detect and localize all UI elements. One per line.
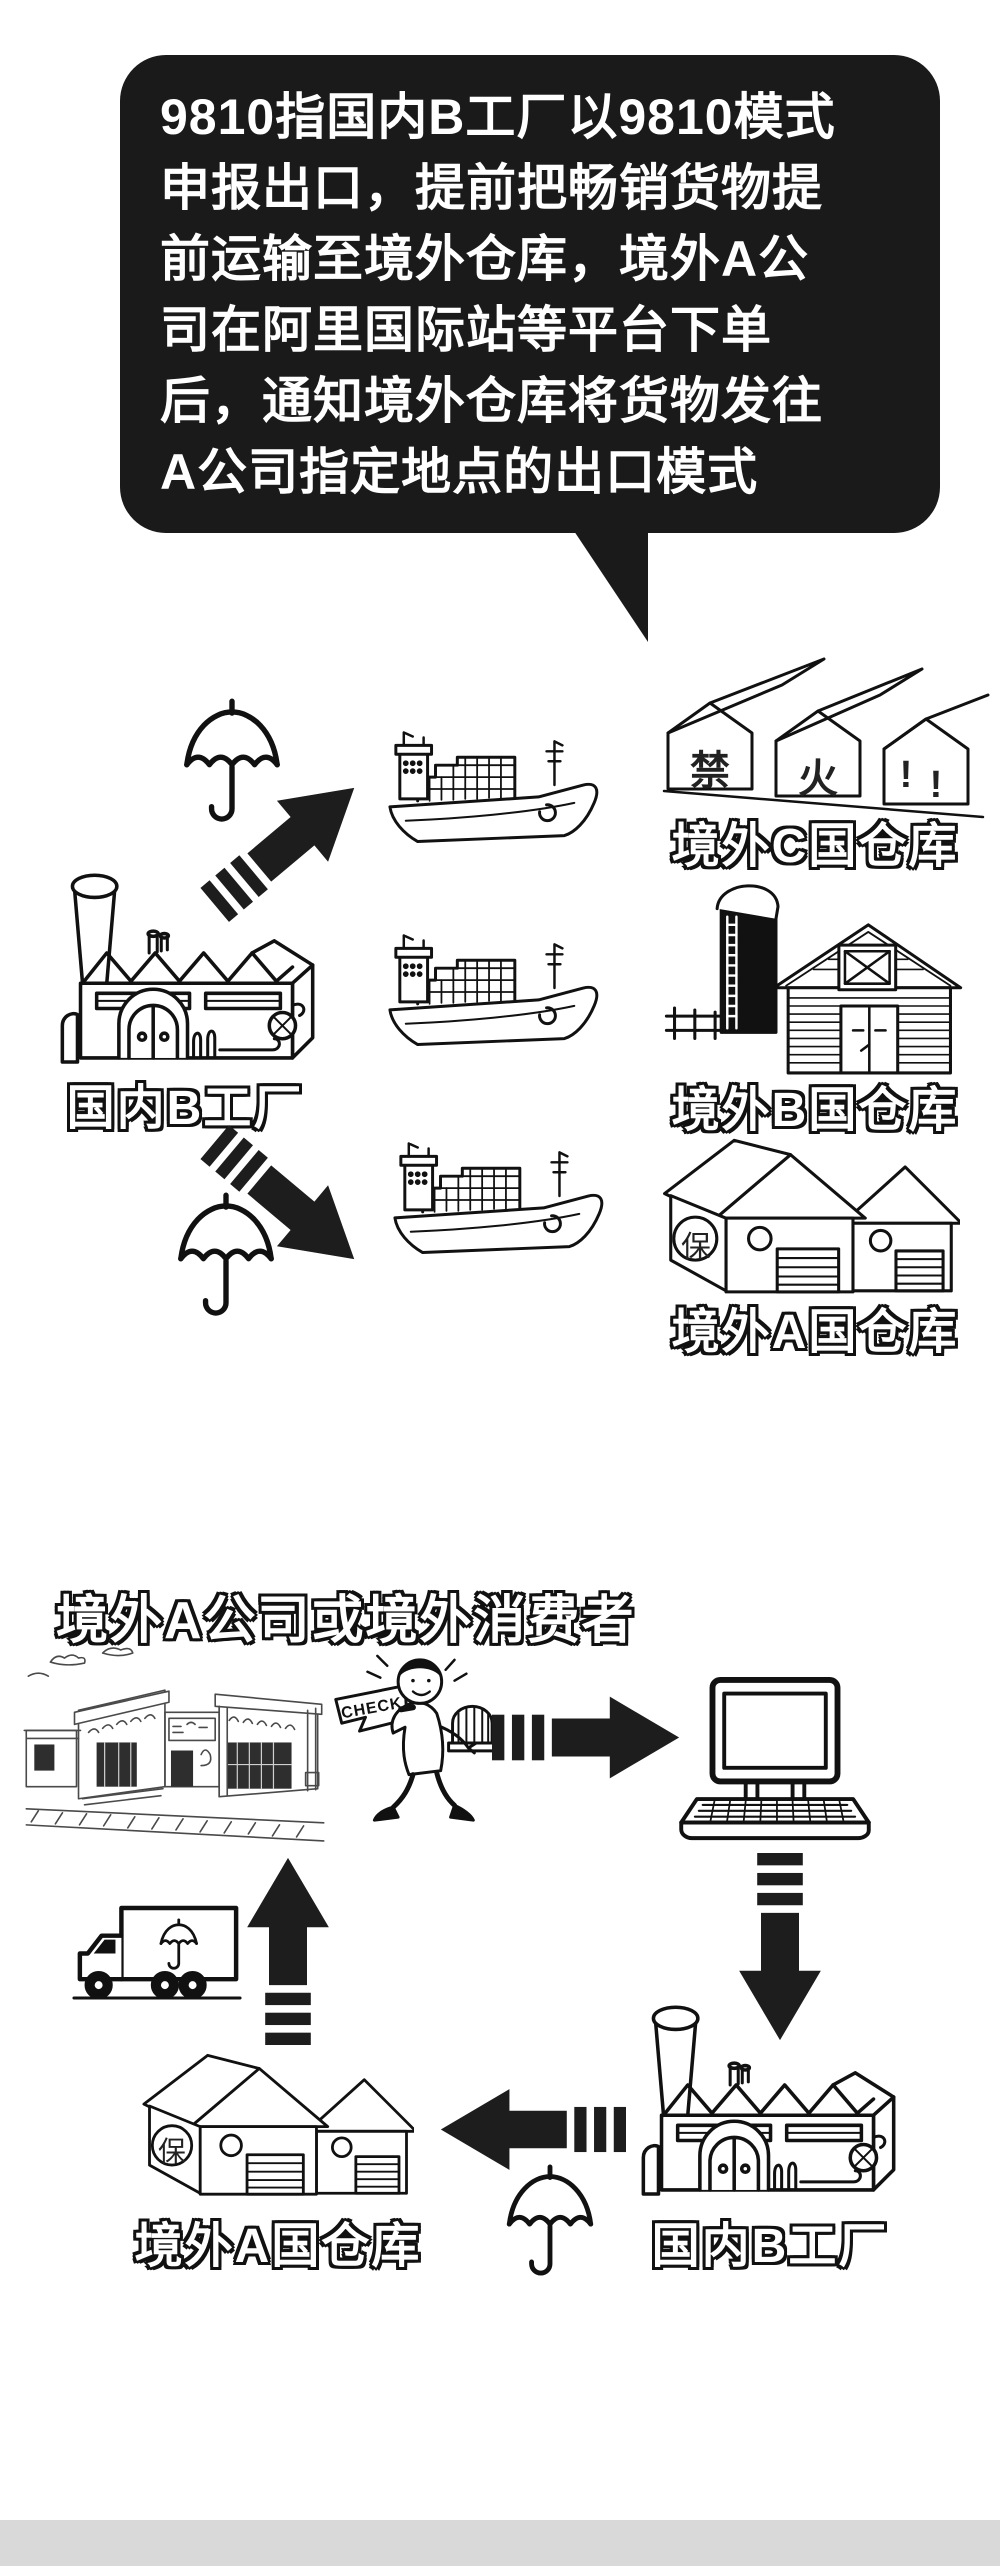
arrow-left-icon	[438, 2082, 626, 2177]
cargo-ship-icon	[380, 918, 608, 1063]
arrow-right-icon	[492, 1690, 682, 1785]
bubble-line: 司在阿里国际站等平台下单	[160, 302, 772, 358]
storefront-icon	[22, 1646, 334, 1852]
speech-bubble: 9810指国内B工厂以9810模式 申报出口，提前把畅销货物提 前运输至境外仓库…	[120, 55, 940, 533]
bubble-line: 前运输至境外仓库，境外A公	[160, 231, 810, 287]
diagram2-heading: 境外A公司或境外消费者	[54, 1590, 636, 1652]
cargo-ship-icon	[385, 1126, 613, 1271]
bonded-mark: 保	[157, 2136, 186, 2167]
bubble-line: A公司指定地点的出口模式	[160, 444, 759, 500]
buyer-check-icon	[324, 1648, 496, 1836]
factory-icon	[52, 852, 320, 1066]
warehouse-c-facade-char: !	[929, 764, 943, 806]
cargo-ship-icon	[380, 715, 608, 860]
warehouse-c-facade-char: !	[899, 754, 913, 796]
computer-icon	[666, 1676, 884, 1844]
factory-icon	[633, 1984, 901, 2198]
speech-bubble-tail	[572, 528, 648, 642]
warehouse-c-label: 境外C国仓库	[670, 818, 959, 875]
bubble-text: 9810指国内B工厂以9810模式 申报出口，提前把畅销货物提 前运输至境外仓库…	[120, 55, 940, 508]
warehouse-b-icon	[660, 866, 965, 1076]
delivery-truck-icon	[68, 1898, 246, 2003]
footer-bar	[0, 2520, 1000, 2566]
bonded-mark: 保	[681, 1231, 711, 1264]
warehouse-a-label: 境外A国仓库	[133, 2218, 422, 2275]
domestic-factory-label: 国内B工厂	[65, 1080, 304, 1137]
bubble-line: 9810指国内B工厂以9810模式	[160, 89, 836, 145]
warehouse-c-facade-char: 禁	[690, 749, 730, 793]
warehouse-b-label: 境外B国仓库	[670, 1082, 959, 1139]
warehouse-c-facade-char: 火	[798, 757, 838, 801]
warehouse-a-icon	[662, 1126, 960, 1298]
warehouse-a-icon	[142, 2040, 414, 2202]
umbrella-icon	[166, 1192, 286, 1334]
domestic-factory-label: 国内B工厂	[650, 2218, 889, 2275]
umbrella-icon	[496, 2164, 604, 2292]
bubble-line: 后，通知境外仓库将货物发往	[160, 373, 823, 429]
bubble-line: 申报出口，提前把畅销货物提	[160, 160, 823, 216]
arrow-up-icon	[238, 1855, 338, 2045]
warehouse-a-label: 境外A国仓库	[670, 1304, 959, 1361]
